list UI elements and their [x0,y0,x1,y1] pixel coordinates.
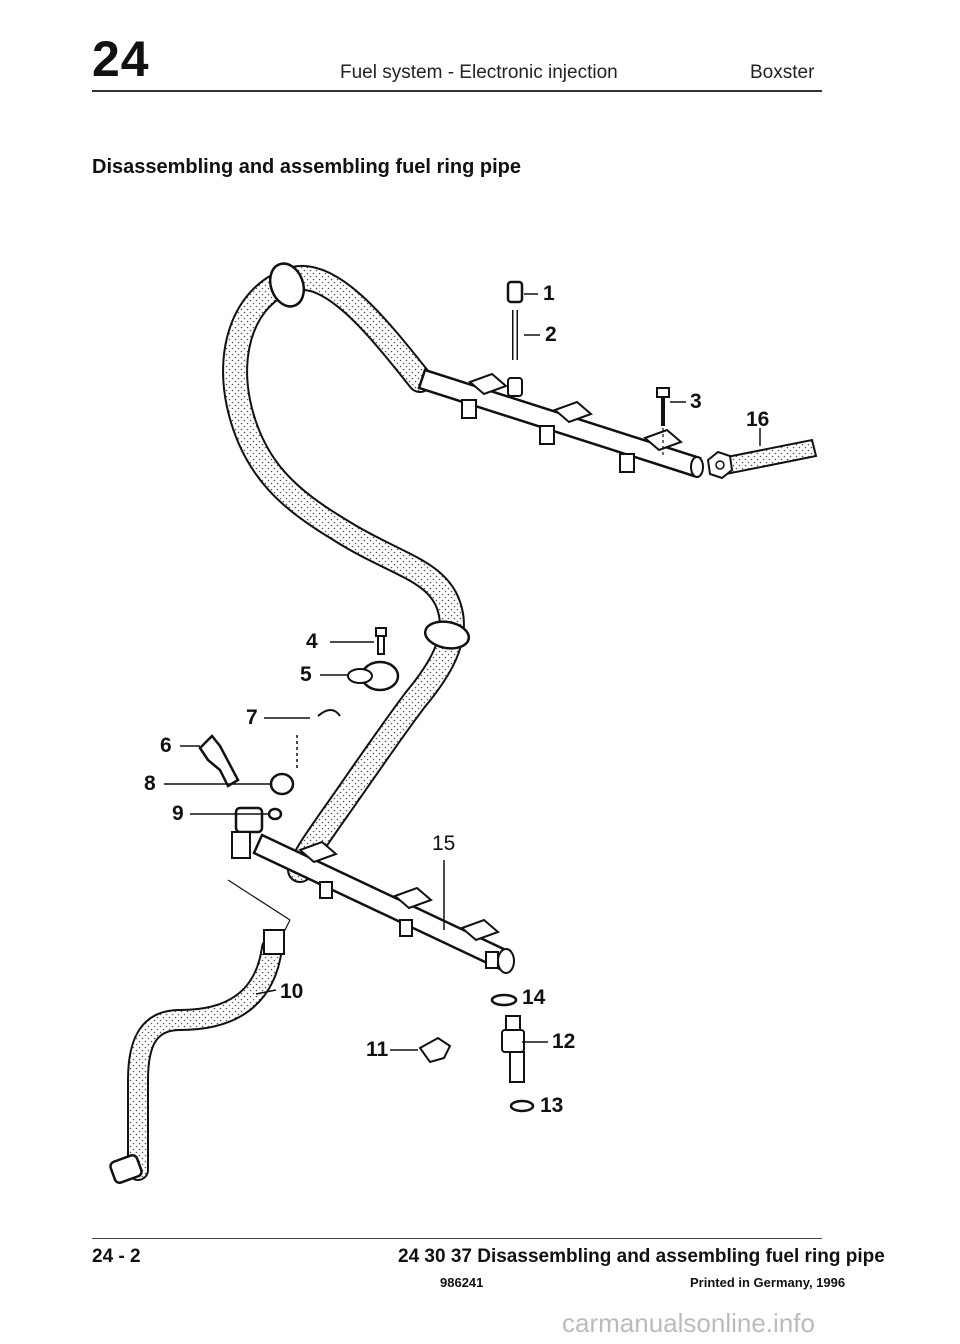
upper-fuel-rail [417,368,704,478]
footer-rule [92,1238,822,1239]
fuel-hose [222,262,471,883]
vehicle-model: Boxster [750,62,815,83]
document-code: 986241 [440,1275,484,1290]
bolt-4 [375,627,387,637]
page-number: 24 - 2 [92,1246,141,1267]
o-ring-13 [509,1099,535,1113]
section-title: Disassembling and assembling fuel ring p… [92,156,521,178]
callout-2: 2 [545,323,557,346]
callout-12: 12 [552,1030,576,1053]
callout-13: 13 [540,1094,564,1117]
hose-10 [109,879,291,1184]
o-ring-8 [269,772,295,796]
lower-fuel-rail [231,806,515,974]
callout-3: 3 [690,390,702,413]
injector-12 [505,1015,521,1031]
callout-16: 16 [746,408,770,431]
watermark: carmanualsonline.info [562,1308,815,1338]
print-info: Printed in Germany, 1996 [690,1275,846,1290]
procedure-reference: 24 30 37 Disassembling and assembling fu… [398,1246,885,1267]
hose-sleeve [268,262,306,308]
small-parts [198,627,400,821]
callout-11: 11 [366,1038,389,1061]
callout-8: 8 [144,772,156,795]
o-ring-9 [267,807,283,821]
exploded-parts-diagram: 1 2 3 4 5 6 7 8 9 10 11 12 13 14 15 16 [0,230,960,1210]
cap-and-valve [506,280,524,397]
injector-parts [418,993,535,1113]
clip-6 [198,734,240,788]
callout-7: 7 [246,706,258,729]
line-16 [706,428,818,480]
clip-11 [418,1036,452,1064]
chapter-title: Fuel system - Electronic injection [340,62,618,83]
fuel-ring-pipe-illustration [109,262,818,1184]
callout-10: 10 [280,980,304,1003]
o-ring-14 [490,993,518,1007]
chapter-number: 24 [92,31,150,87]
part-7 [317,709,341,717]
bolt-3 [656,387,670,458]
leader-lines [164,293,686,1051]
callout-5: 5 [300,663,312,686]
callout-9: 9 [172,802,184,825]
callout-6: 6 [160,734,172,757]
header-rule [92,90,822,92]
callout-4: 4 [306,630,318,653]
callout-15: 15 [432,832,456,855]
hose-sleeve [423,620,471,650]
callout-1: 1 [543,282,555,305]
callout-14: 14 [522,986,546,1009]
